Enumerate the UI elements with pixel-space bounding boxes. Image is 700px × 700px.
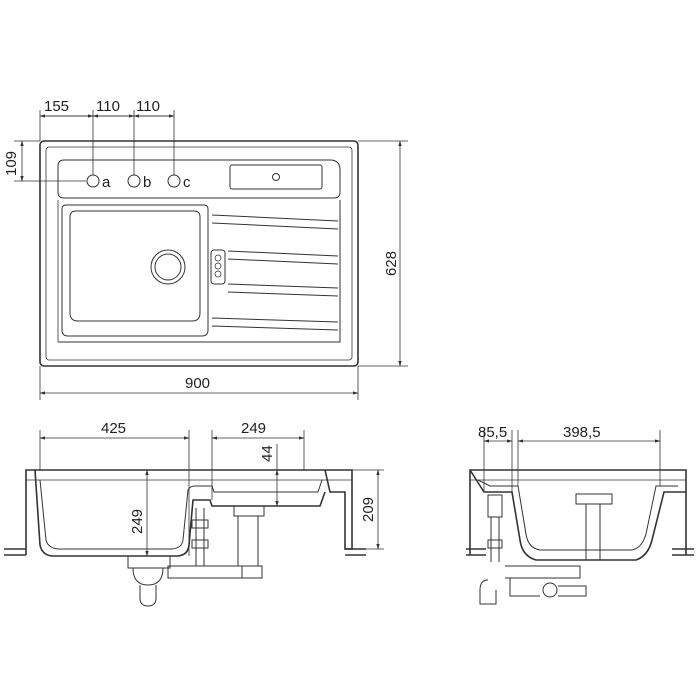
dim-drainer-width [211,430,305,500]
tap-hole-a [86,174,100,188]
tap-deck [57,159,341,199]
dim-110-bc: 110 [136,98,160,115]
dim-425: 425 [101,420,126,437]
dim-bowl-width [39,430,190,556]
overflow-hole-1 [214,254,222,262]
tap-hole-label-c: c [183,174,191,191]
dim-hole-spacing [39,110,175,175]
side-profile-outer [469,469,687,561]
deck-drain-cover [229,164,323,190]
dim-249-drainer: 249 [241,420,266,437]
main-bowl-inner [69,210,201,322]
dim-overall-height [352,469,384,550]
sink-rim-inner [45,146,353,361]
tap-hole-label-b: b [143,174,151,191]
dim-209: 209 [360,497,377,522]
deck-drain-knob [272,173,280,181]
dim-398-5: 398,5 [563,424,601,441]
sink-profile-outer [25,469,353,557]
dim-109: 109 [3,151,20,176]
side-drain-assembly [479,493,613,605]
overflow-slot [210,249,226,285]
overflow-hole-3 [214,270,222,278]
dim-110-ab: 110 [96,98,120,115]
dim-44: 44 [259,445,276,462]
tap-hole-c [167,174,181,188]
countertop-right [345,548,366,556]
dim-total-width [39,366,359,400]
front-lip [58,200,341,343]
dim-249-bowl: 249 [129,509,146,534]
overflow-hole-2 [214,262,222,270]
dim-155: 155 [44,98,69,115]
bowl-drain-outer [150,249,186,285]
side-bowl-inner [477,479,678,551]
dim-628: 628 [383,251,400,276]
dim-85-5: 85,5 [478,424,507,441]
drainer-grooves [211,214,339,331]
front-section-view: 425 249 44 249 209 [4,420,384,607]
top-view: a b c [3,98,408,400]
tap-hole-b [127,174,141,188]
main-bowl-outer [61,204,209,337]
dim-edge-offset [483,430,513,492]
side-countertop-left [466,548,486,556]
dim-total-depth [358,140,408,367]
bowl-inner-profile [39,479,323,550]
tap-hole-label-a: a [102,174,111,191]
side-countertop-right [672,548,694,556]
sink-outline [39,140,359,367]
countertop-left [4,548,26,556]
dim-bowl-length [517,430,661,486]
side-section-view: 85,5 398,5 [466,424,694,605]
dim-900: 900 [185,375,210,392]
drain-assembly [127,505,265,607]
dim-hole-row-depth [14,140,86,182]
bowl-drain-inner [154,253,182,281]
